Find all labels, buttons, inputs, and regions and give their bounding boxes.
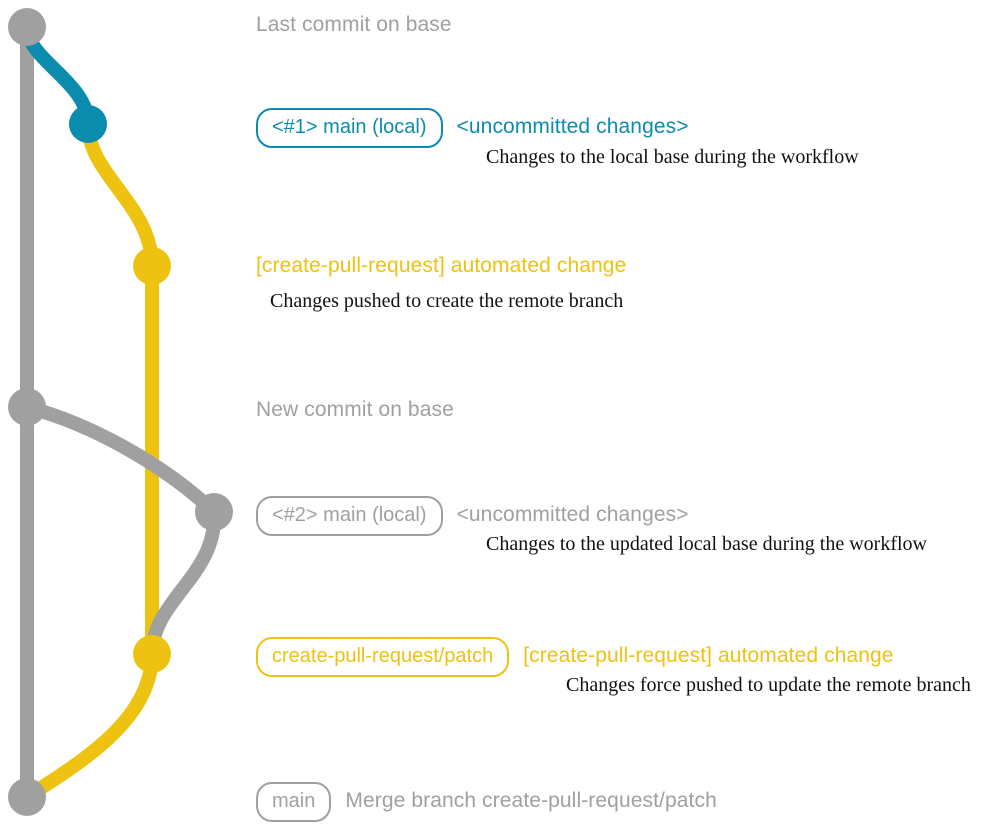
branch-tag-create-pull-request-patch[interactable]: create-pull-request/patch — [256, 637, 510, 677]
commit-subject-new-commit-on-base: New commit on base — [256, 398, 454, 421]
node-automated-change-1[interactable] — [133, 247, 171, 285]
commit-subject-automated-change-2: [create-pull-request] automated change — [523, 644, 894, 667]
commit-row-new-commit-on-base: New commit on base — [256, 398, 454, 422]
commit-row-last-commit-on-base: Last commit on base — [256, 13, 452, 37]
commit-note-automated-change-2: Changes force pushed to update the remot… — [566, 674, 971, 696]
edge-base-to-local-2 — [20, 400, 221, 519]
commit-subject-merge-commit: Merge branch create-pull-request/patch — [345, 789, 717, 812]
commit-subject-local-change-2: <uncommitted changes> — [456, 503, 689, 526]
commit-note-local-change-1: Changes to the local base during the wor… — [486, 146, 859, 168]
branch-tag-main-local-1[interactable]: <#1> main (local) — [256, 108, 443, 148]
edge-remote-2-to-merge — [20, 647, 159, 804]
node-local-change-2[interactable] — [195, 493, 233, 531]
commit-note-automated-change-1: Changes pushed to create the remote bran… — [270, 290, 624, 312]
node-last-commit-on-base[interactable] — [8, 8, 46, 46]
commit-subject-automated-change-1: [create-pull-request] automated change — [256, 254, 627, 277]
commit-row-merge-commit: main Merge branch create-pull-request/pa… — [256, 782, 717, 822]
node-automated-change-2[interactable] — [133, 635, 171, 673]
commit-subject-last-commit-on-base: Last commit on base — [256, 13, 452, 36]
branch-tag-main-local-2[interactable]: <#2> main (local) — [256, 496, 443, 536]
commit-subject-local-change-1: <uncommitted changes> — [456, 115, 689, 138]
node-merge-commit[interactable] — [8, 778, 46, 816]
commit-row-local-change-2: <#2> main (local) <uncommitted changes> — [256, 496, 689, 536]
node-local-change-1[interactable] — [69, 105, 107, 143]
commit-note-local-change-2: Changes to the updated local base during… — [486, 533, 927, 555]
commit-row-automated-change-1: [create-pull-request] automated change — [256, 254, 626, 278]
node-new-commit-on-base[interactable] — [8, 388, 46, 426]
branch-tag-main[interactable]: main — [256, 782, 332, 822]
commit-row-local-change-1: <#1> main (local) <uncommitted changes> — [256, 108, 689, 148]
commit-row-automated-change-2: create-pull-request/patch [create-pull-r… — [256, 637, 894, 677]
